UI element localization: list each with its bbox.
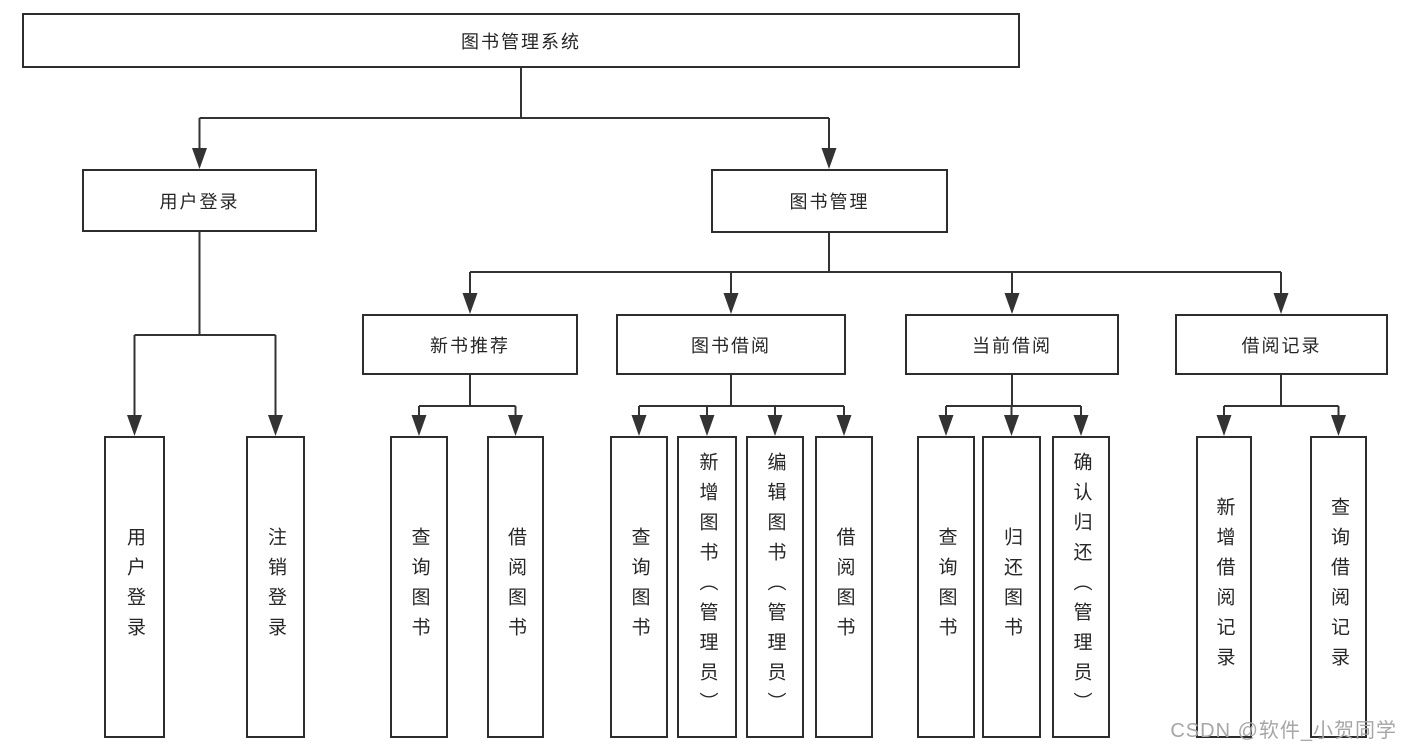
diagram-node-borrow-records: 借阅记录 [1175, 314, 1388, 375]
watermark: CSDN @软件_小贺同学 [1170, 720, 1397, 742]
diagram-leaf-recommend-borrow-books: 借阅图书 [487, 436, 544, 738]
diagram-leaf-borrow-query-books: 查询图书 [610, 436, 668, 738]
diagram-leaf-add-borrow-record: 新增借阅记录 [1196, 436, 1252, 738]
diagram-node-book-borrow: 图书借阅 [616, 314, 846, 375]
diagram-node-root: 图书管理系统 [22, 13, 1020, 68]
diagram-node-user-login: 用户登录 [82, 169, 317, 232]
diagram-node-new-book-recommend: 新书推荐 [362, 314, 578, 375]
diagram-leaf-logout: 注销登录 [246, 436, 305, 738]
diagram-leaf-confirm-return-admin: 确认归还（管理员） [1052, 436, 1110, 738]
diagram-node-book-management: 图书管理 [711, 169, 948, 233]
diagram-leaf-edit-books-admin: 编辑图书（管理员） [746, 436, 804, 738]
diagram-leaf-user-login: 用户登录 [104, 436, 165, 738]
diagram-node-current-borrow: 当前借阅 [905, 314, 1119, 375]
diagram-leaf-borrow-books: 借阅图书 [815, 436, 873, 738]
diagram-leaf-add-books-admin: 新增图书（管理员） [677, 436, 737, 738]
diagram-leaf-return-books: 归还图书 [982, 436, 1041, 738]
diagram-leaf-query-borrow-record: 查询借阅记录 [1310, 436, 1367, 738]
diagram-leaf-current-query-books: 查询图书 [917, 436, 975, 738]
diagram-leaf-recommend-query-books: 查询图书 [390, 436, 448, 738]
